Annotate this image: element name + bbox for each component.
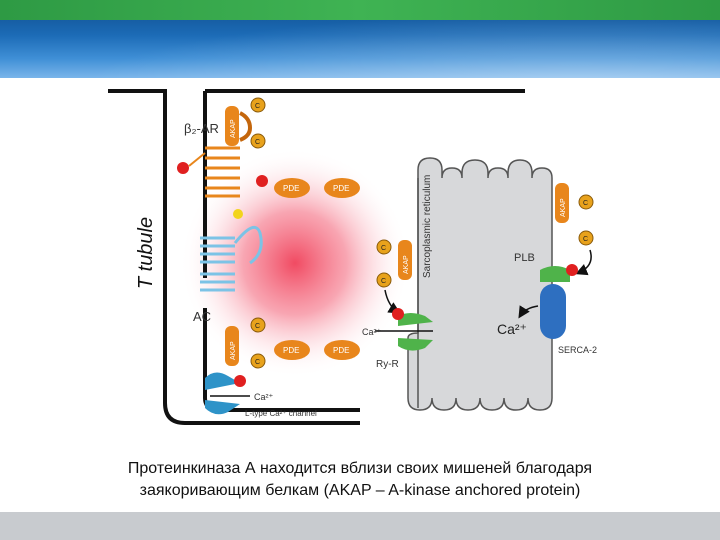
akap-to-plb-arrow bbox=[575, 249, 592, 276]
header-accent-stripe bbox=[0, 0, 720, 20]
camp-dot bbox=[233, 209, 243, 219]
pde-label-2: PDE bbox=[333, 184, 349, 193]
slide-caption: Протеинкиназа А находится вблизи своих м… bbox=[30, 458, 690, 502]
pka-c-subunit-8 bbox=[578, 230, 594, 246]
ca-ryr-label: Ca²⁺ bbox=[362, 327, 382, 337]
akap-bottom bbox=[225, 326, 239, 366]
pka-c-subunit-1 bbox=[250, 97, 266, 113]
pka-c-subunit-3 bbox=[250, 317, 266, 333]
c-label-8: C bbox=[583, 236, 588, 243]
pde-label-3: PDE bbox=[283, 346, 299, 355]
pka-c-subunit-7 bbox=[578, 194, 594, 210]
c-label-3: C bbox=[255, 323, 260, 330]
ca-channel-label: Ca²⁺ bbox=[254, 392, 274, 402]
ryanodine-receptor-bottom bbox=[398, 338, 433, 351]
b2ar-label: β₂-AR bbox=[184, 121, 219, 136]
beta2-adrenergic-receptor bbox=[205, 146, 240, 198]
plb-label: PLB bbox=[514, 252, 535, 264]
akap-top bbox=[225, 106, 239, 146]
t-tubule-membrane bbox=[108, 89, 360, 425]
akap-ryr-label: AKAP bbox=[403, 255, 410, 274]
serca-uptake-arrow bbox=[518, 305, 539, 319]
pde-blob-3 bbox=[274, 340, 310, 360]
pka-r-subunit-top bbox=[239, 111, 253, 142]
caption-line-1: Протеинкиназа А находится вблизи своих м… bbox=[127, 460, 593, 477]
agonist-dot bbox=[177, 162, 189, 174]
pka-activity-glow bbox=[180, 148, 410, 378]
phospho-dot-ryr bbox=[392, 308, 404, 320]
sarcoplasmic-reticulum bbox=[407, 157, 553, 411]
pde-blob-4 bbox=[324, 340, 360, 360]
akap-top-label: AKAP bbox=[230, 119, 237, 138]
akap-bottom-label: AKAP bbox=[230, 341, 237, 360]
pka-c-subunit-4 bbox=[250, 353, 266, 369]
phospho-dot-plb bbox=[566, 264, 578, 276]
phospho-dot-1 bbox=[256, 175, 268, 187]
serca-label: SERCA-2 bbox=[558, 345, 597, 355]
t-tubule-label: T tubule bbox=[135, 217, 157, 289]
ryr-label: Ry-R bbox=[376, 359, 399, 370]
agonist-link bbox=[188, 152, 206, 167]
pde-blob-1 bbox=[274, 178, 310, 198]
pka-c-subunit-5 bbox=[376, 239, 392, 255]
l-type-channel-top bbox=[205, 372, 240, 390]
ryanodine-receptor-top bbox=[398, 313, 433, 326]
phospholamban bbox=[540, 266, 570, 282]
c-label-1: C bbox=[255, 103, 260, 110]
l-type-channel-bottom bbox=[205, 400, 240, 415]
footer-band bbox=[0, 512, 720, 540]
ltype-channel-label: L-type Ca²⁺ channel bbox=[245, 409, 317, 418]
pde-blob-2 bbox=[324, 178, 360, 198]
serca2-pump bbox=[540, 284, 566, 339]
caption-line-2: заякоривающим белкам (AKAP – A-kinase an… bbox=[139, 482, 581, 499]
c-label-2: C bbox=[255, 139, 260, 146]
akap-ryr bbox=[398, 240, 412, 280]
pde-label-1: PDE bbox=[283, 184, 299, 193]
c-label-4: C bbox=[255, 359, 260, 366]
pde-label-4: PDE bbox=[333, 346, 349, 355]
akap-right bbox=[555, 183, 569, 223]
ac-label: AC bbox=[193, 309, 211, 324]
akap-right-label: AKAP bbox=[560, 198, 567, 217]
c-label-7: C bbox=[583, 200, 588, 207]
pka-c-subunit-2 bbox=[250, 133, 266, 149]
pka-akap-diagram: T tubule Sarcoplasmic reticulum β₂-AR AK… bbox=[0, 78, 720, 438]
pka-c-subunit-6 bbox=[376, 272, 392, 288]
c-label-6: C bbox=[381, 278, 386, 285]
c-label-5: C bbox=[381, 245, 386, 252]
adenylyl-cyclase bbox=[200, 225, 263, 292]
sr-label: Sarcoplasmic reticulum bbox=[422, 175, 433, 278]
phospho-dot-channel bbox=[234, 375, 246, 387]
ca-serca-label: Ca²⁺ bbox=[497, 321, 527, 337]
